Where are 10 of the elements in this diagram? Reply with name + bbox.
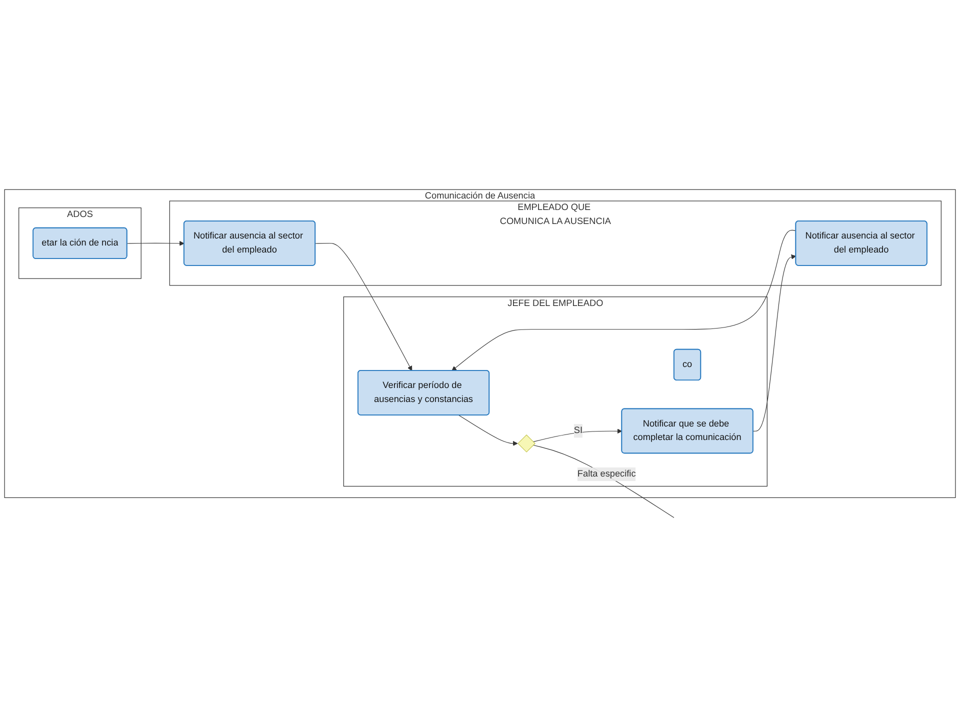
arrow (752, 254, 796, 432)
connector (532, 444, 674, 518)
arrow (458, 414, 518, 446)
arrow (532, 428, 622, 442)
edge-label: SI (574, 426, 583, 436)
arrow (126, 240, 184, 246)
arrow (452, 230, 796, 371)
arrow (315, 242, 412, 371)
node-diamond (518, 434, 536, 452)
edge-label: Falta especific (577, 468, 636, 479)
